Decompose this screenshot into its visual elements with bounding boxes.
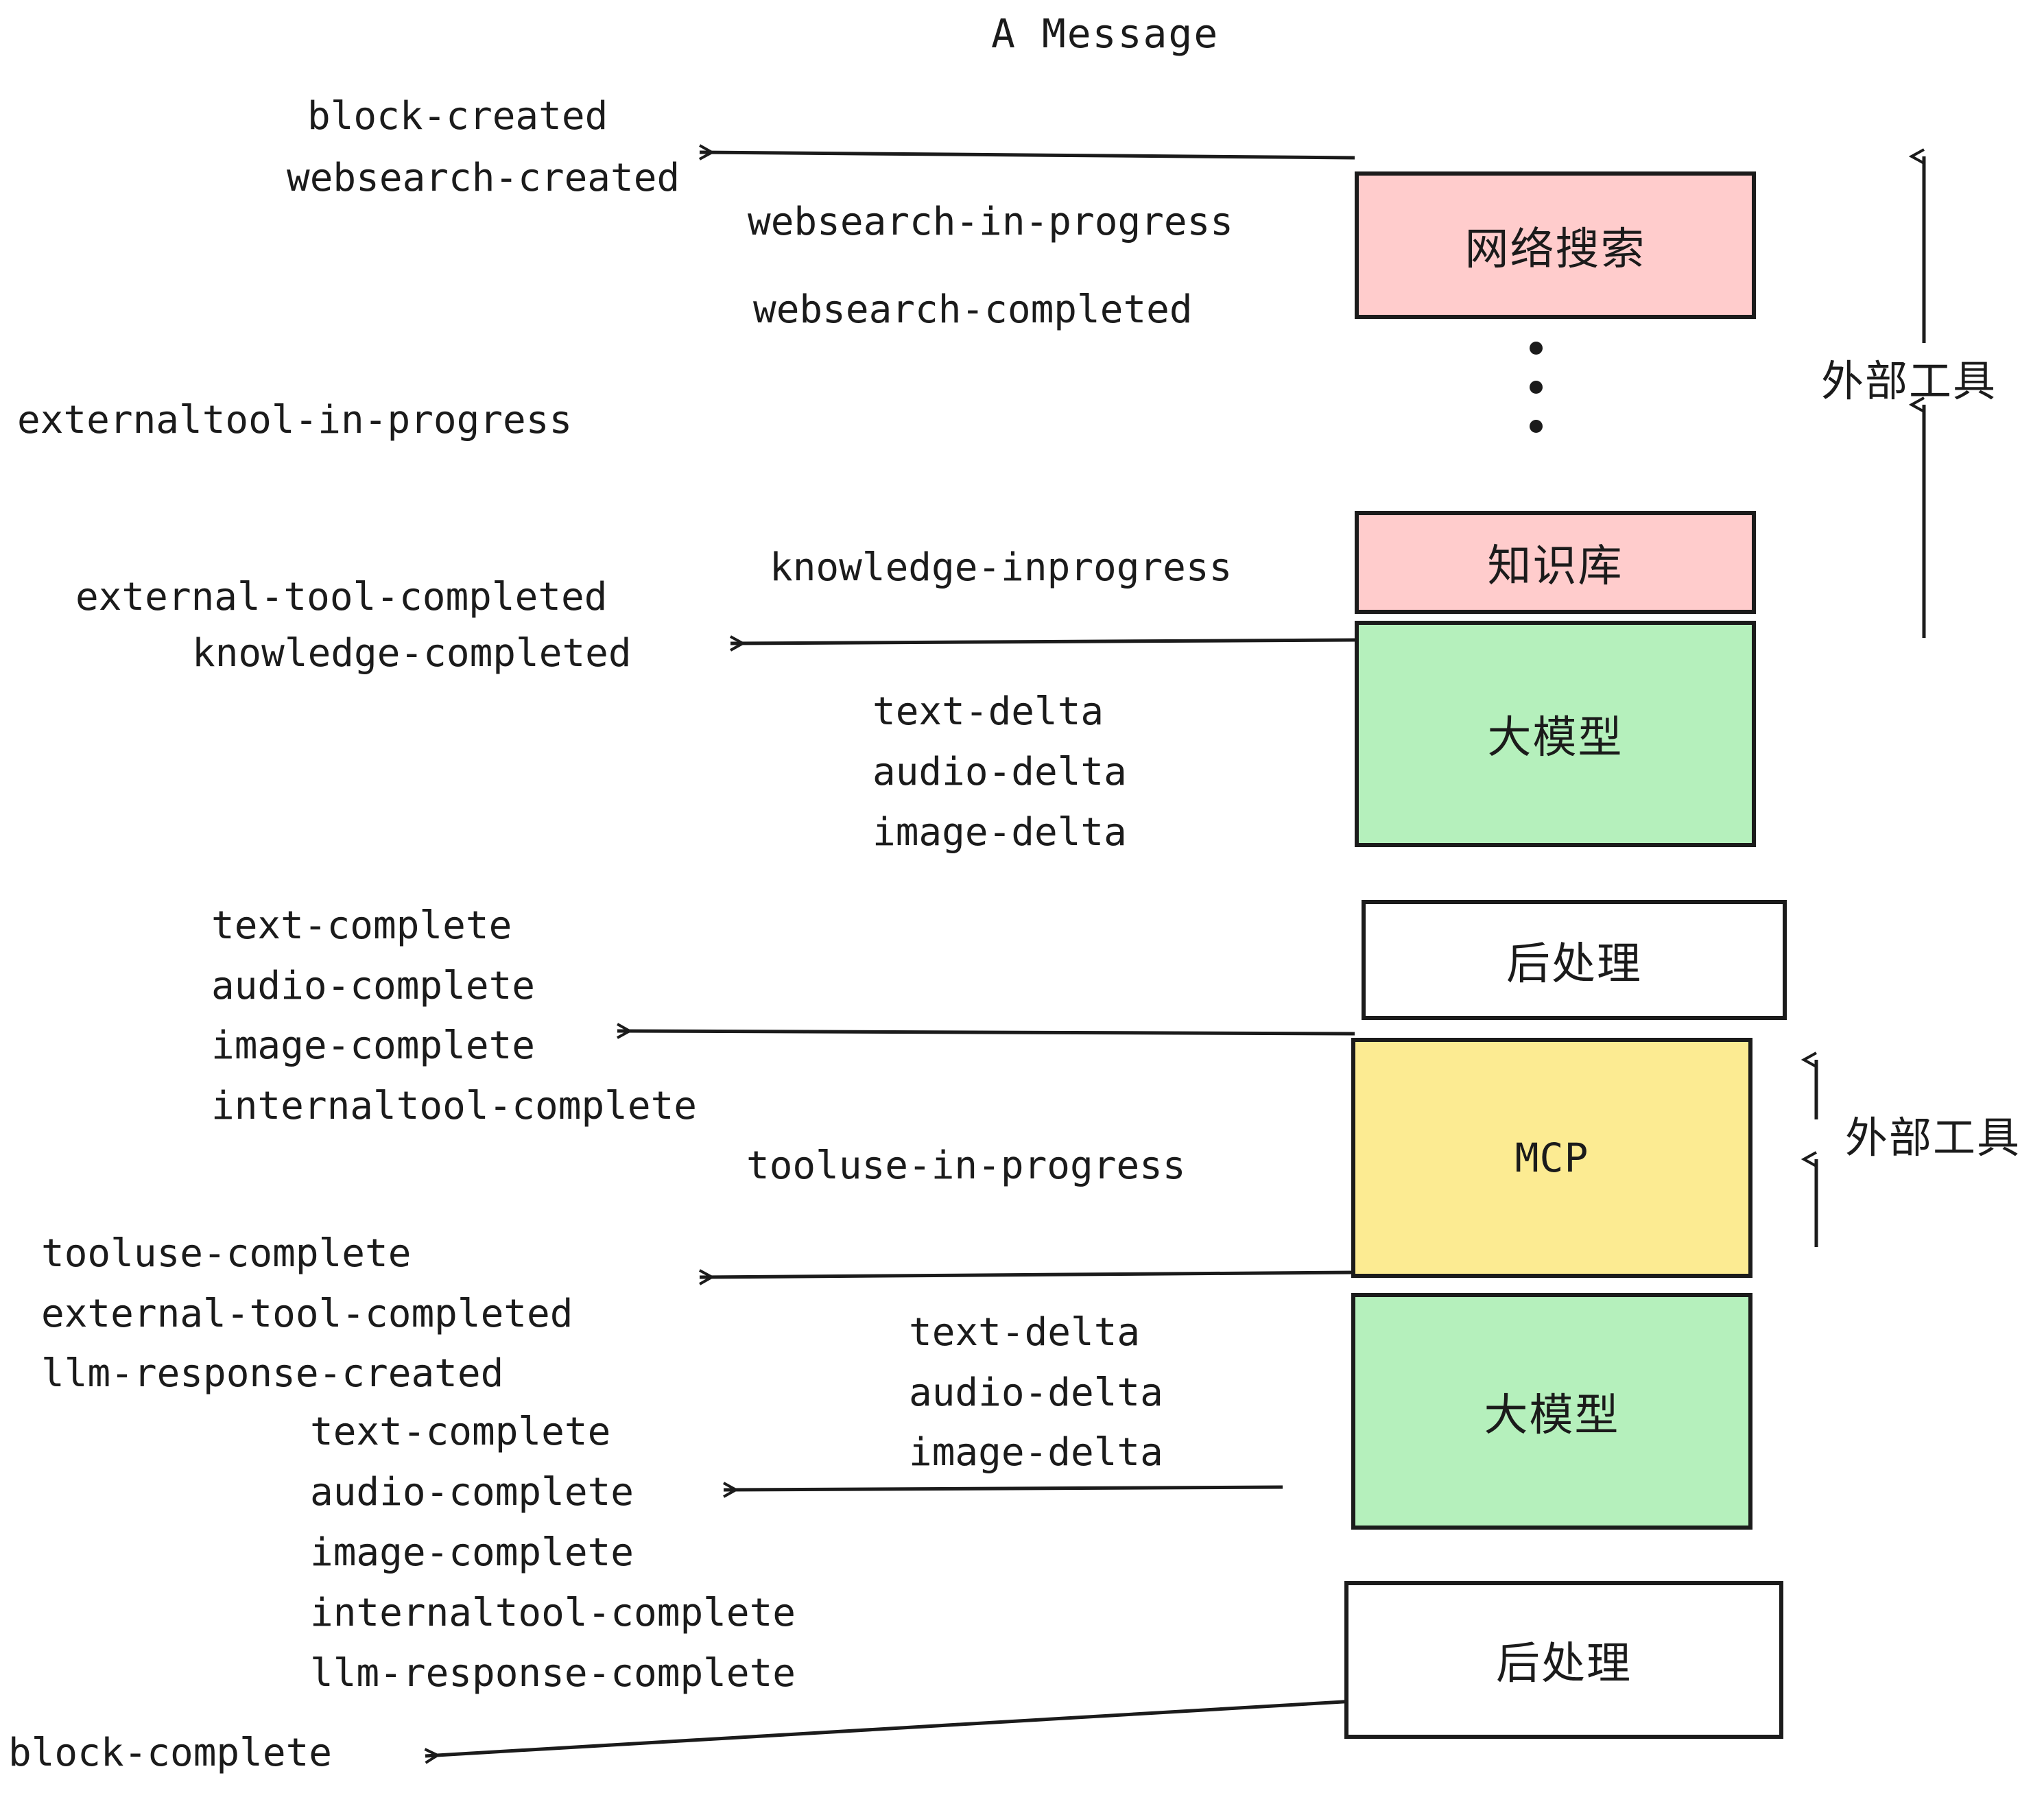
event-block-created: block-created (307, 94, 608, 139)
event-externaltool-in-progress: externaltool-in-progress (17, 398, 573, 442)
node-postprocess-bottom-label: 后处理 (1496, 1639, 1632, 1689)
side-label-external-tools-bottom: 外部工具 (1845, 1113, 2021, 1163)
event-text-delta-1: text-delta (872, 689, 1104, 734)
node-llm-top-label: 大模型 (1487, 713, 1624, 763)
side-label-external-tools-top: 外部工具 (1821, 356, 1997, 406)
event-external-tool-completed-2: external-tool-completed (41, 1292, 573, 1336)
node-websearch[interactable]: 网络搜索 (1355, 171, 1756, 319)
arrow-knowledge-to-knowledge-completed (730, 640, 1355, 643)
arrow-post-to-block-complete (425, 1699, 1355, 1756)
node-postprocess-top[interactable]: 后处理 (1362, 900, 1787, 1020)
event-internaltool-complete-1: internaltool-complete (211, 1084, 698, 1128)
event-image-delta-2: image-delta (909, 1430, 1163, 1475)
event-audio-delta-2: audio-delta (909, 1370, 1163, 1415)
event-audio-complete-1: audio-complete (211, 964, 536, 1008)
event-text-delta-2: text-delta (909, 1310, 1141, 1355)
ellipsis-dots (1530, 342, 1543, 459)
event-block-complete: block-complete (8, 1731, 333, 1775)
event-external-tool-completed-1: external-tool-completed (75, 575, 608, 619)
node-postprocess-top-label: 后处理 (1506, 938, 1642, 990)
node-mcp[interactable]: MCP (1351, 1038, 1752, 1278)
event-image-complete-1: image-complete (211, 1023, 536, 1068)
event-internaltool-complete-2: internaltool-complete (310, 1591, 796, 1635)
node-mcp-label: MCP (1514, 1135, 1589, 1181)
node-llm-bottom[interactable]: 大模型 (1351, 1293, 1752, 1530)
page-title: A Message (991, 10, 1220, 57)
event-audio-complete-2: audio-complete (310, 1470, 634, 1515)
node-llm-top[interactable]: 大模型 (1355, 621, 1756, 847)
arrow-llm-to-audio-complete (724, 1487, 1283, 1490)
event-websearch-completed: websearch-completed (753, 287, 1193, 332)
event-text-complete-2: text-complete (310, 1410, 611, 1454)
node-websearch-label: 网络搜索 (1464, 224, 1646, 275)
event-websearch-in-progress: websearch-in-progress (748, 200, 1234, 244)
event-knowledge-inprogress: knowledge-inprogress (770, 545, 1233, 590)
event-tooluse-in-progress: tooluse-in-progress (746, 1143, 1186, 1188)
event-knowledge-completed: knowledge-completed (192, 631, 632, 676)
node-llm-bottom-label: 大模型 (1484, 1390, 1620, 1441)
node-postprocess-bottom[interactable]: 后处理 (1344, 1581, 1783, 1739)
event-websearch-created: websearch-created (287, 156, 680, 200)
node-knowledge-label: 知识库 (1487, 541, 1624, 592)
event-image-delta-1: image-delta (872, 810, 1127, 855)
node-knowledge[interactable]: 知识库 (1355, 511, 1756, 614)
arrow-websearch-to-block-created (700, 152, 1355, 158)
event-tooluse-complete: tooluse-complete (41, 1231, 412, 1276)
event-text-complete-1: text-complete (211, 903, 512, 948)
arrow-mcp-to-tooluse-complete (700, 1272, 1355, 1277)
event-image-complete-2: image-complete (310, 1530, 634, 1575)
event-llm-response-created: llm-response-created (41, 1351, 504, 1396)
event-audio-delta-1: audio-delta (872, 750, 1127, 794)
arrow-post-to-image-complete (617, 1031, 1355, 1034)
event-llm-response-complete: llm-response-complete (310, 1651, 796, 1696)
